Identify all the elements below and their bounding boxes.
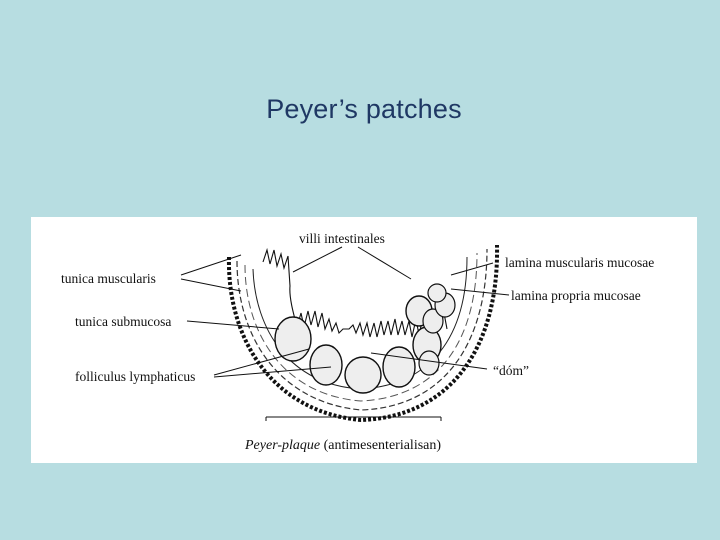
- villi-surface: [262, 247, 448, 338]
- slide-title: Peyer’s patches: [266, 94, 462, 124]
- follicle: [382, 346, 416, 388]
- follicle: [418, 350, 440, 376]
- leader-lines: [180, 246, 510, 421]
- label-tunica-muscularis: tunica muscularis: [61, 271, 156, 286]
- tunica-muscularis-outer: [226, 244, 500, 423]
- intestine-cross-section-drawing: [180, 244, 510, 423]
- label-villi-intestinales: villi intestinales: [299, 231, 385, 246]
- label-folliculus-lymphaticus: folliculus lymphaticus: [75, 369, 196, 384]
- figure-caption: Peyer-plaque (antimesenterialisan): [245, 439, 441, 453]
- follicle: [309, 344, 343, 386]
- label-tunica-submucosa: tunica submucosa: [75, 314, 172, 329]
- follicle: [274, 316, 312, 362]
- peyers-patch-diagram: villi intestinales tunica muscularis tun…: [31, 217, 697, 463]
- follicle: [427, 283, 447, 303]
- label-lamina-propria-mucosae: lamina propria mucosae: [511, 288, 641, 303]
- caption-rest: (antimesenterialisan): [320, 438, 442, 453]
- label-dom: “dóm”: [493, 363, 529, 378]
- follicle: [422, 308, 444, 334]
- label-lamina-muscularis-mucosae: lamina muscularis mucosae: [505, 255, 655, 270]
- follicle: [344, 356, 382, 394]
- caption-italic: Peyer-plaque: [245, 438, 321, 453]
